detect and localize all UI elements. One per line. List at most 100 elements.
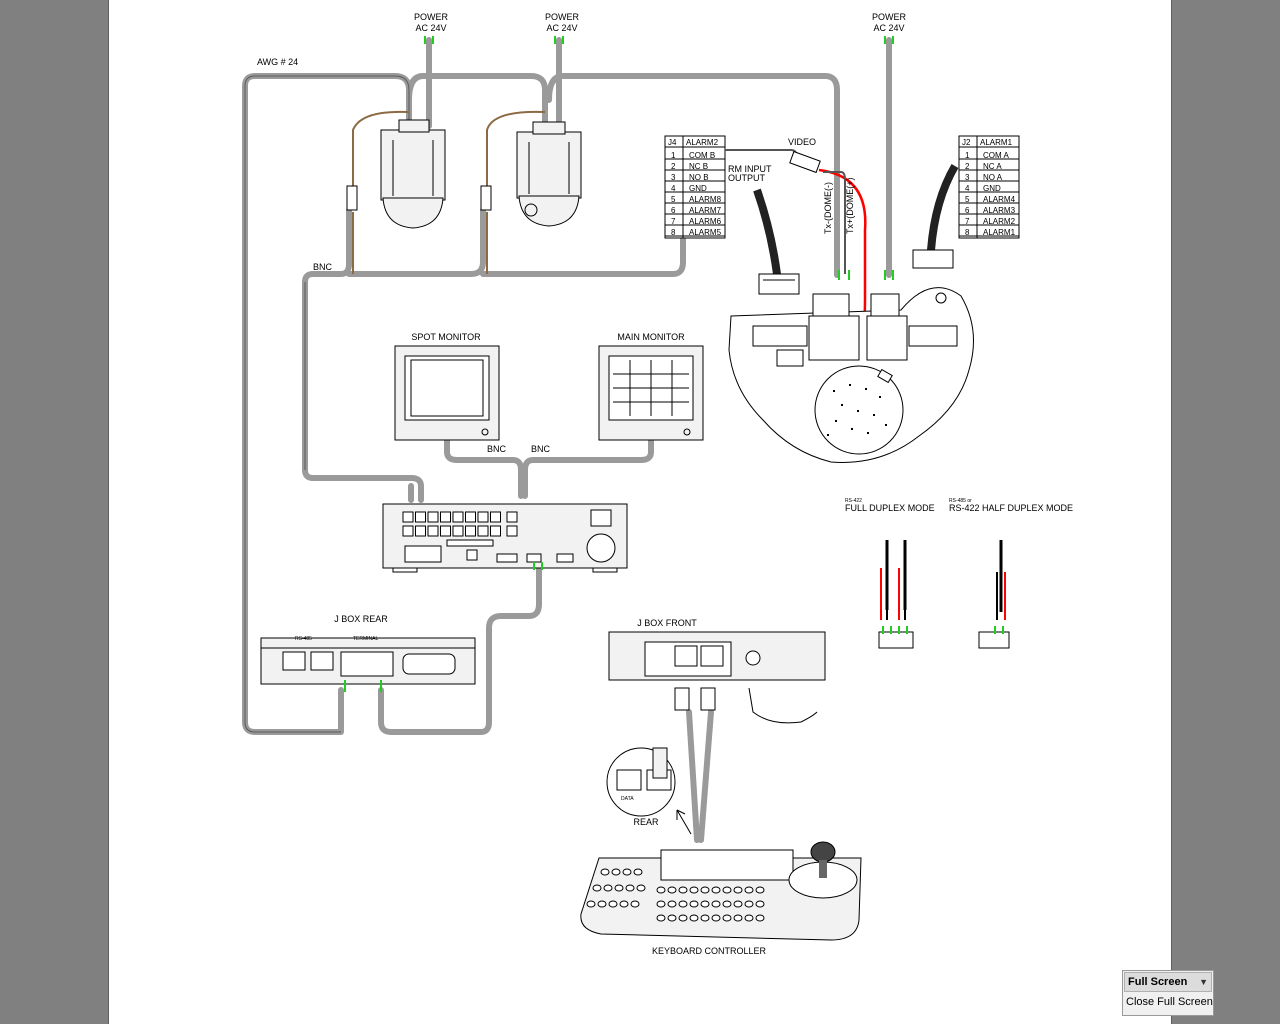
ac-label-2: AC 24V [546, 23, 577, 33]
keyboard-keys [586, 868, 765, 922]
main-monitor: MAIN MONITOR [598, 332, 704, 441]
j4-row-num: 1 [671, 151, 676, 160]
keyboard-key [667, 914, 677, 922]
j4-row-num: 5 [671, 195, 676, 204]
j4-row-name: ALARM7 [689, 206, 722, 215]
front-rj45-2 [700, 645, 724, 667]
alarm-connector-right [912, 249, 954, 269]
terminal-block-tx [812, 293, 850, 317]
awg-label: AWG # 24 [257, 57, 298, 67]
svg-text:TERMINAL: TERMINAL [353, 636, 379, 642]
power-label-1: POWER [414, 12, 449, 22]
dvr-bnc-port [427, 511, 439, 523]
keyboard-key [711, 914, 721, 922]
dvr-bnc-port [452, 525, 464, 537]
keyboard-controller: KEYBOARD CONTROLLER [580, 841, 862, 956]
keyboard-key [733, 914, 743, 922]
keyboard-key [678, 886, 688, 894]
cable-runs [242, 37, 892, 843]
keyboard-key [625, 884, 635, 892]
dvr-bnc-ports [402, 511, 518, 537]
keyboard-key [689, 914, 699, 922]
j2-row-name: ALARM2 [983, 217, 1016, 226]
keyboard-key [755, 914, 765, 922]
j2-row-num: 3 [965, 173, 970, 182]
spot-monitor: SPOT MONITOR [394, 332, 500, 441]
keyboard-key [608, 900, 618, 908]
j2-row-name: NC A [983, 162, 1002, 171]
ac-label-1: AC 24V [415, 23, 446, 33]
ac-label-3: AC 24V [873, 23, 904, 33]
j2-row-num: 5 [965, 195, 970, 204]
keyboard-key [733, 886, 743, 894]
j2-row-num: 2 [965, 162, 970, 171]
video-bnc-plug [789, 150, 821, 174]
keyboard-key [755, 900, 765, 908]
keyboard-key [656, 900, 666, 908]
tx-plus-label: Tx+(DOME(+) [845, 177, 855, 234]
j2-row-num: 6 [965, 206, 970, 215]
j4-row-num: 2 [671, 162, 676, 171]
keyboard-key [667, 900, 677, 908]
keyboard-key [678, 900, 688, 908]
chevron-down-icon[interactable]: ▼ [1199, 977, 1208, 987]
keyboard-key [678, 914, 688, 922]
rs485-label-1: RS-485 or [949, 498, 972, 504]
dvr-bnc-port [427, 525, 439, 537]
j4-row-name: ALARM5 [689, 228, 722, 237]
rj45-port-2 [310, 651, 334, 671]
jbox-rear-label: J BOX REAR [334, 614, 388, 624]
alarm-io-label: RM INPUT [728, 164, 772, 174]
keyboard-key [600, 868, 610, 876]
keyboard-key [711, 900, 721, 908]
rs422-label-2: FULL DUPLEX MODE [845, 503, 935, 513]
terminal-block-rear [340, 651, 394, 677]
keyboard-key [722, 914, 732, 922]
db9-port [402, 653, 456, 675]
keyboard-key [744, 886, 754, 894]
keyboard-key [700, 914, 710, 922]
fullscreen-dropdown[interactable]: Full Screen ▼ [1124, 972, 1212, 992]
dome-camera-2 [480, 110, 582, 274]
keyboard-key [614, 884, 624, 892]
dvr-bnc-port [452, 511, 464, 523]
rs422-label-1: RS-422 [845, 498, 862, 504]
dome-control-board [728, 287, 974, 463]
keyboard-key [622, 868, 632, 876]
j4-row-name: ALARM8 [689, 195, 722, 204]
fullscreen-toolbar: Full Screen ▼ Close Full Screen [1122, 970, 1214, 1016]
keyboard-key [689, 900, 699, 908]
keyboard-key [744, 900, 754, 908]
j2-row-num: 7 [965, 217, 970, 226]
rs422-full-duplex-mode: RS-422 FULL DUPLEX MODE [845, 498, 935, 649]
dvr-bnc-port [402, 525, 414, 537]
dc-jack [745, 650, 761, 666]
j2-row-name: ALARM3 [983, 206, 1016, 215]
keyboard-key [597, 900, 607, 908]
wiring-diagram: POWER AC 24V POWER AC 24V POWER AC 24V A… [242, 12, 1073, 956]
j4-row-num: 4 [671, 184, 676, 193]
keyboard-key [630, 900, 640, 908]
alarm-io-label-2: OUTPUT [728, 173, 766, 183]
j2-row-name: COM A [983, 151, 1009, 160]
j4-row-name: ALARM6 [689, 217, 722, 226]
close-fullscreen-button[interactable]: Close Full Screen [1126, 996, 1213, 1008]
keyboard-key [700, 900, 710, 908]
dvr-bnc-port [506, 511, 518, 523]
keyboard-label: KEYBOARD CONTROLLER [652, 946, 767, 956]
fullscreen-label: Full Screen [1128, 976, 1188, 988]
j2-row-name: ALARM1 [983, 228, 1016, 237]
tx-minus-label: Tx-(DOME(-) [823, 182, 833, 234]
keyboard-key [667, 886, 677, 894]
dvr-bnc-port [506, 525, 518, 537]
bnc-label-1: BNC [313, 262, 333, 272]
alarm-connector-left [758, 273, 800, 295]
keyboard-key [603, 884, 613, 892]
j2-row-name: GND [983, 184, 1001, 193]
dvr-bnc-port [490, 511, 501, 523]
j4-header-name: ALARM2 [686, 138, 719, 147]
j4-row-num: 8 [671, 228, 676, 237]
keyboard-key [711, 886, 721, 894]
keyboard-rear-inset: DATA REAR [606, 747, 692, 835]
